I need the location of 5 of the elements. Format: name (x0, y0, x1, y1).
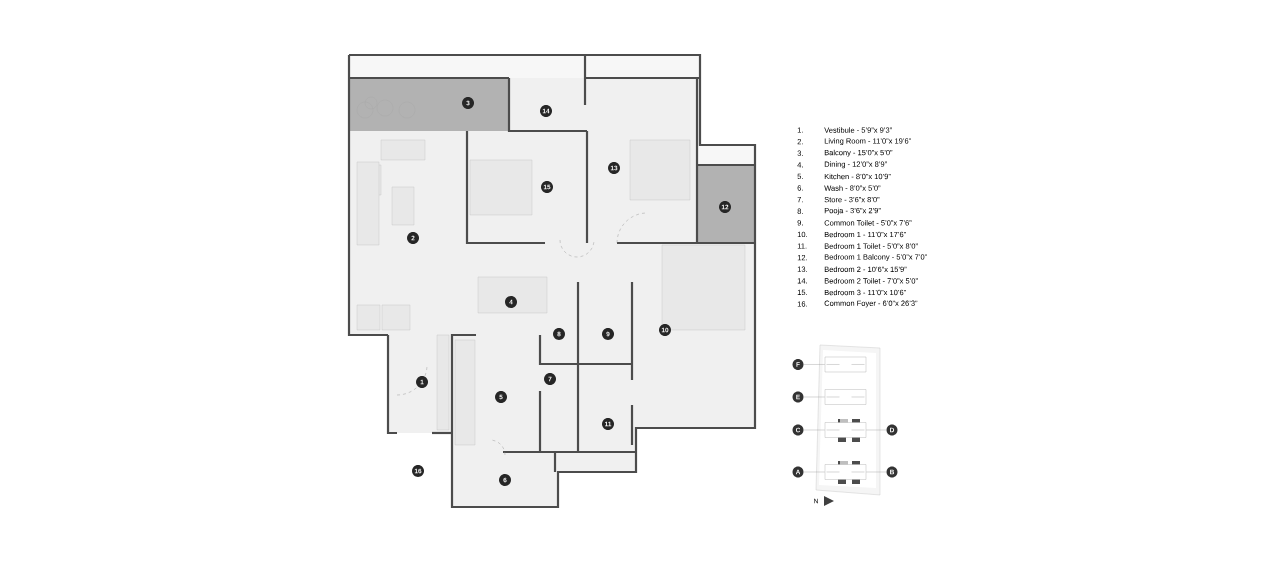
building-block (824, 356, 867, 373)
building-block (824, 389, 867, 405)
leader-line (803, 364, 825, 365)
building-block (824, 422, 867, 438)
building-block (824, 464, 867, 480)
